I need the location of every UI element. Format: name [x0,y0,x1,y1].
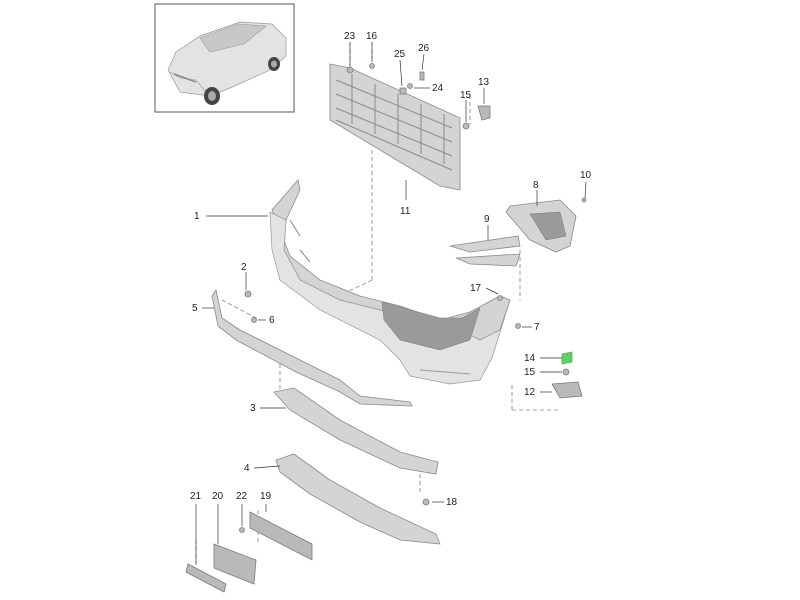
callout-9: 9 [484,214,490,225]
callout-15a: 15 [460,90,472,101]
callout-23: 23 [344,31,356,42]
callout-12: 12 [524,387,536,398]
callout-26: 26 [418,43,430,54]
vehicle-inset [154,3,295,113]
callout-19: 19 [260,491,272,502]
bumper-cover [269,179,511,385]
callout-4: 4 [244,463,250,474]
fastener-10 [581,197,587,203]
callout-1: 1 [194,211,200,222]
suv-icon [167,21,287,105]
plate-holder [213,543,257,585]
callout-16: 16 [366,31,378,42]
callout-11: 11 [400,206,411,217]
callout-7: 7 [534,322,540,333]
washer-15b [562,368,570,376]
callout-15b: 15 [524,367,536,378]
callout-13: 13 [478,77,490,88]
callout-labels: 1 2 3 4 5 6 7 8 9 10 11 12 13 14 15 15 1… [190,31,592,508]
fastener-18 [422,498,430,506]
tow-eye-cover [551,381,583,399]
fastener-2 [244,290,252,298]
callout-6: 6 [269,315,275,326]
callout-18: 18 [446,497,458,508]
tow-hook-cover [185,563,227,593]
callout-25: 25 [394,49,406,60]
fastener-22 [239,527,245,533]
callout-20: 20 [212,491,224,502]
callout-21: 21 [190,491,202,502]
callout-14: 14 [524,353,536,364]
vent-trim-upper [449,235,521,253]
fasteners-top [346,63,491,130]
leader-lines [195,42,587,564]
fastener-6 [251,317,257,323]
callout-2: 2 [241,262,247,273]
lower-spoiler [211,288,413,407]
vent-trim-lower [455,253,521,267]
fastener-17 [497,295,503,301]
callout-10: 10 [580,170,592,181]
callout-3: 3 [250,403,256,414]
clip-highlight [561,351,573,365]
skid-plate [275,453,441,545]
license-plate-bracket [249,511,313,561]
callout-5: 5 [192,303,198,314]
callout-24: 24 [432,83,444,94]
callout-17: 17 [470,283,482,294]
callout-22: 22 [236,491,248,502]
callout-8: 8 [533,180,539,191]
fastener-7 [515,323,521,329]
side-vent-frame [505,199,577,253]
lower-cover-panel [273,387,439,475]
